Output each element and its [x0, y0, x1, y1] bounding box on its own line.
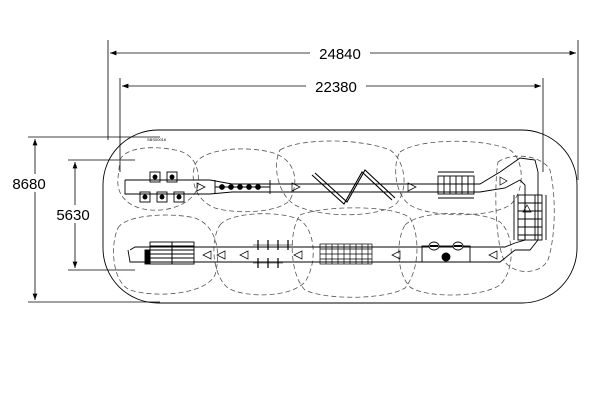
overall-length-label: 24840	[319, 46, 361, 63]
direction-arrows-upper	[196, 176, 532, 213]
stepping-pads	[139, 171, 185, 203]
course-path	[124, 157, 539, 263]
inner-width-label: 5630	[56, 207, 89, 224]
direction-arrows-lower	[202, 250, 498, 260]
spinning-wheels	[421, 241, 471, 263]
dimension-overall-length: 24840	[107, 40, 579, 180]
balance-beam-posts	[214, 180, 271, 194]
vertical-ladder-right	[513, 194, 547, 241]
dashed-safety-zones	[113, 140, 555, 298]
climbing-net	[319, 243, 373, 265]
post-pairs	[253, 240, 293, 268]
platform-slide	[144, 241, 195, 265]
overall-width-label: 8680	[12, 176, 45, 193]
horizontal-ladder-upper	[437, 171, 475, 199]
inner-length-label: 22380	[315, 79, 357, 96]
outer-boundary	[102, 129, 578, 304]
dimension-inner-width: 5630	[50, 159, 135, 271]
zigzag-beam	[311, 169, 396, 205]
drawing-code-label: SBS00016	[147, 137, 167, 142]
dimension-overall-width: 8680	[8, 136, 160, 303]
dimension-inner-length: 22380	[119, 77, 544, 172]
